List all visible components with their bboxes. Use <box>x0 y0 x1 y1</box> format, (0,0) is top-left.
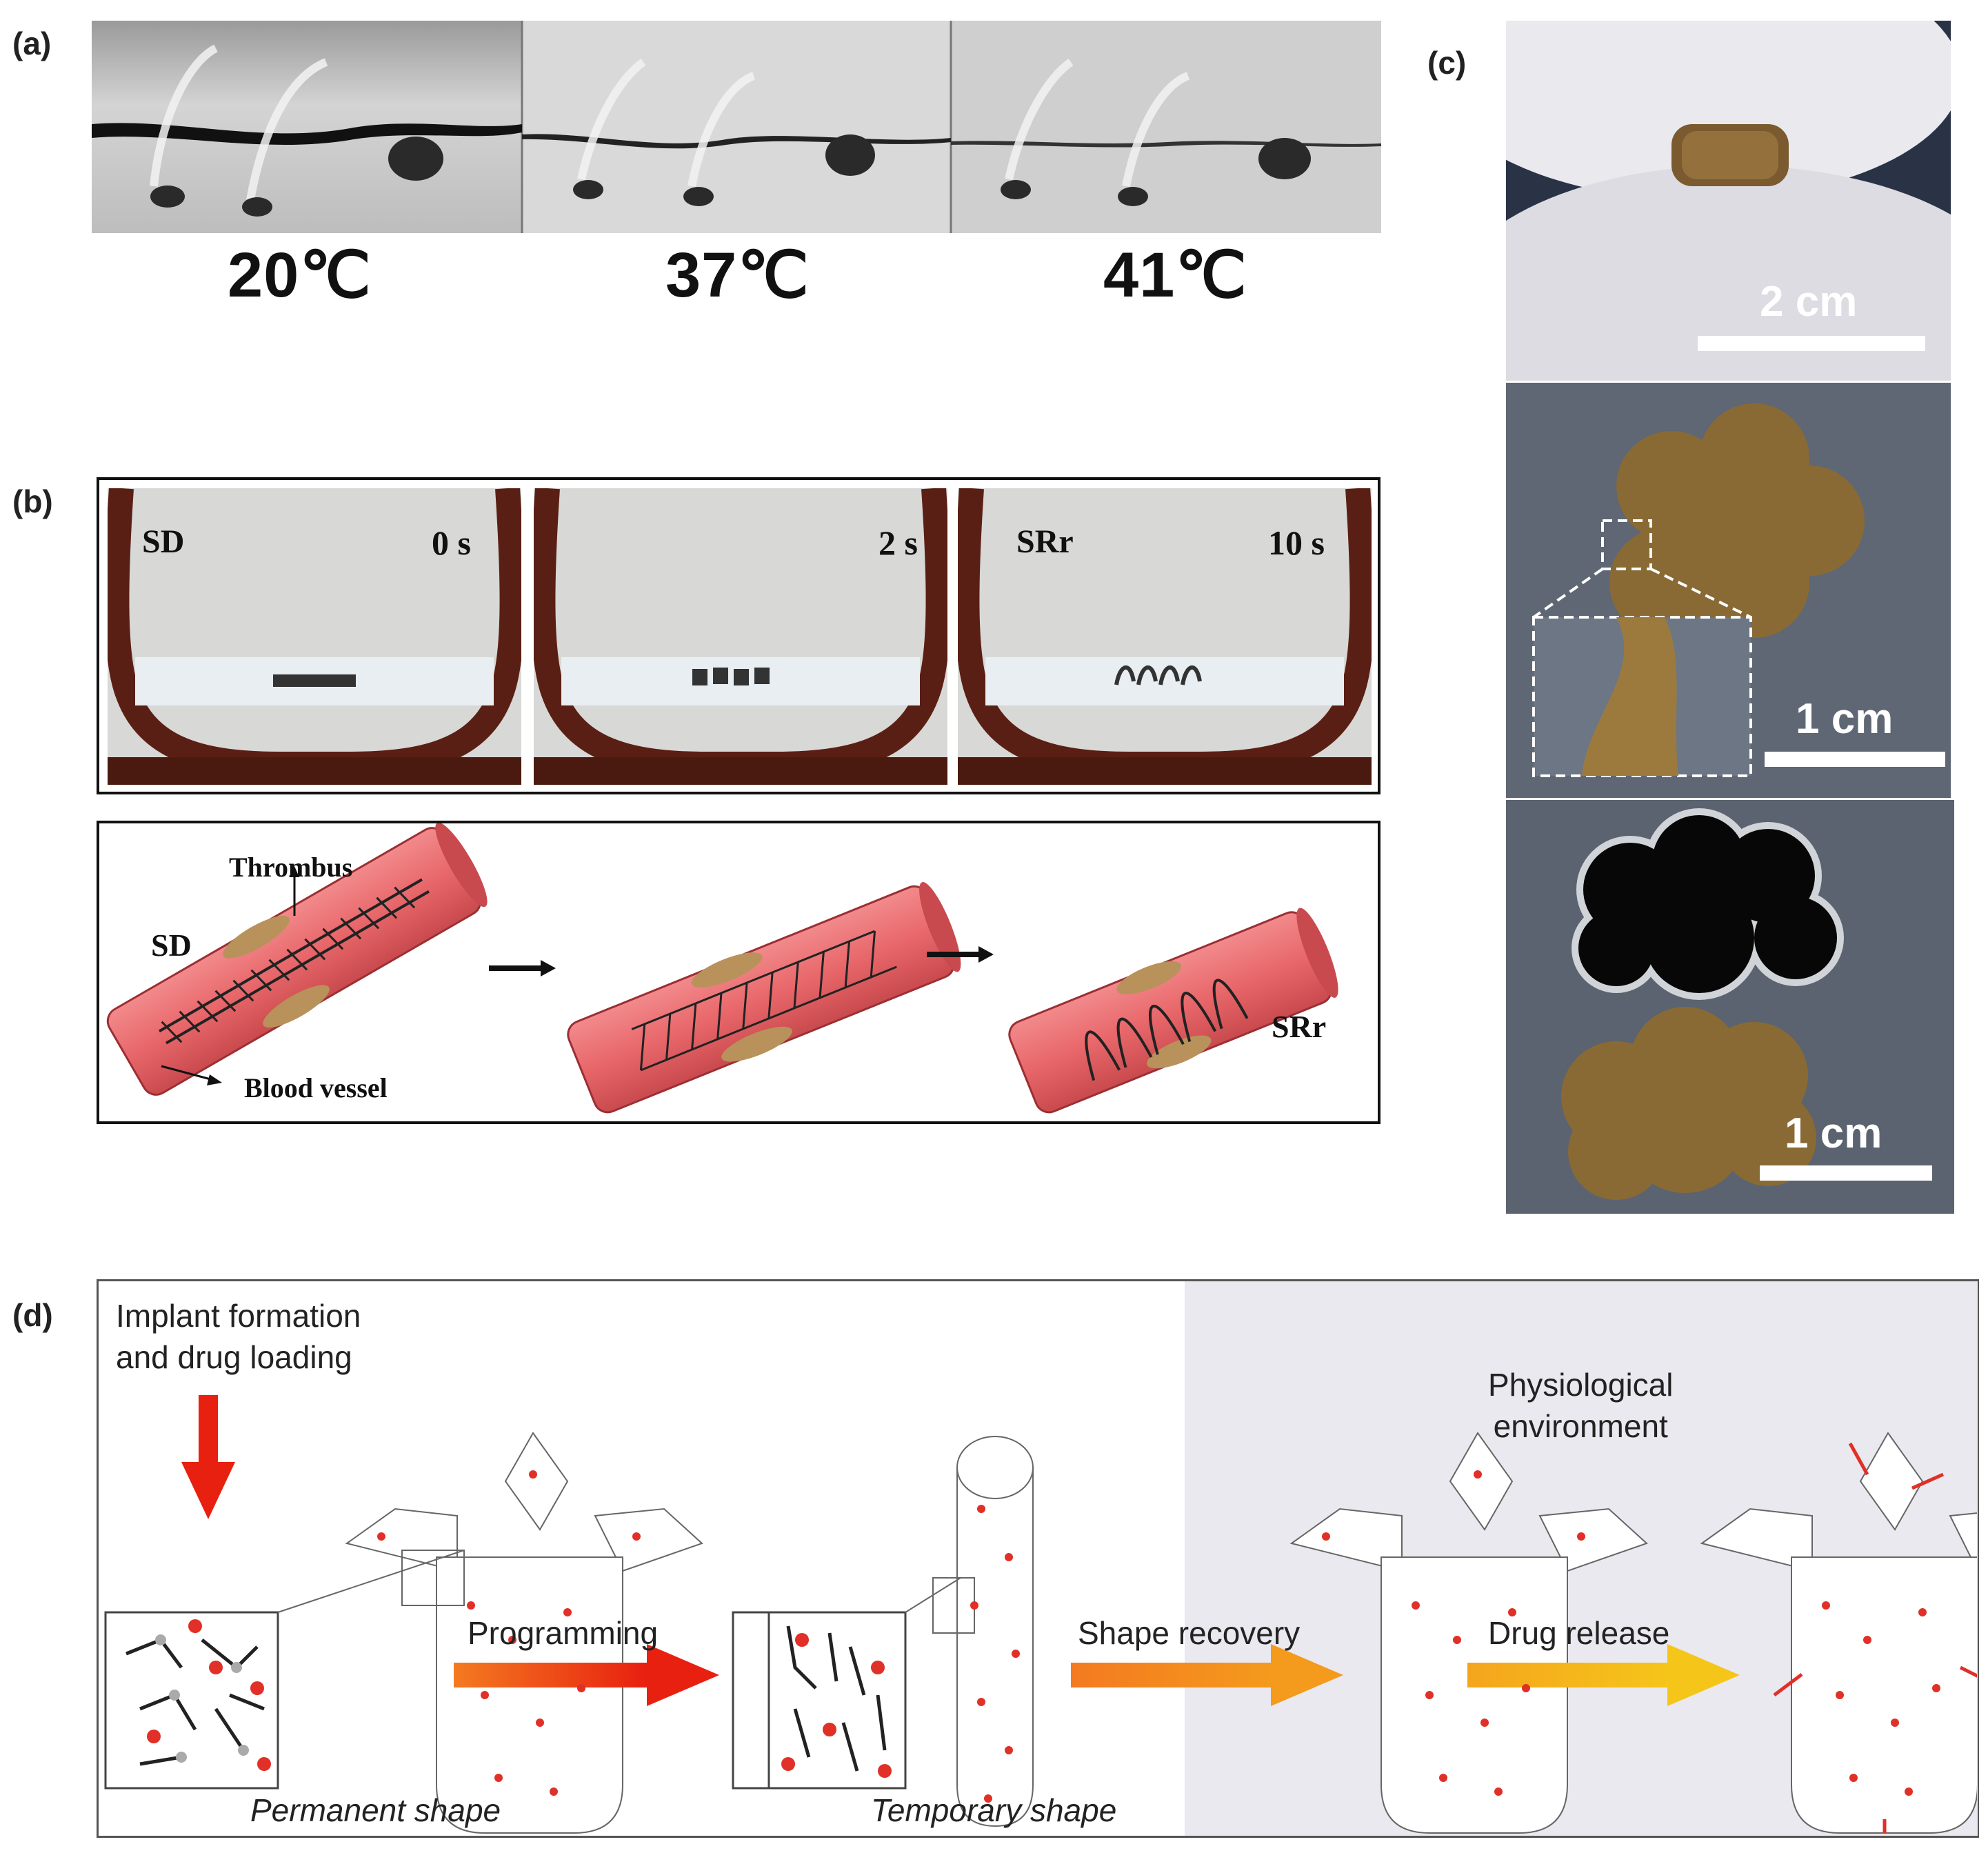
state-label-srr: SRr <box>1016 523 1074 560</box>
temp-label-20: 20℃ <box>228 240 372 310</box>
frame-2s: 2 s <box>534 488 947 785</box>
expanded-implant-photo <box>1506 383 1951 798</box>
time-label-0s: 0 s <box>432 523 471 562</box>
frame-0s: SD 0 s <box>108 488 521 785</box>
scale-bar-2 <box>1765 752 1945 767</box>
compressed-implant-photo <box>1506 21 1951 381</box>
panel-label-d: (d) <box>12 1297 53 1333</box>
time-label-2s: 2 s <box>878 523 918 562</box>
implant-formation-label: Implant formation and drug loading <box>116 1298 361 1375</box>
panel-b-photo-frame: SD 0 s 2 s SRr 10 s <box>97 477 1380 794</box>
temp-label-41: 41℃ <box>1103 240 1247 310</box>
thermo-suture-photos <box>92 21 1381 233</box>
shape-recovery-label: Shape recovery <box>1078 1615 1301 1651</box>
drug-release-label: Drug release <box>1488 1615 1670 1651</box>
panel-d-frame: Implant formation and drug loading Progr… <box>97 1279 1979 1838</box>
schematic-state-sd: SD <box>151 928 192 963</box>
shape-memory-drug-release-diagram <box>104 1395 1977 1834</box>
scale-label-2: 1 cm <box>1796 695 1894 743</box>
panel-a-photo-strip <box>92 21 1381 233</box>
scale-label-3: 1 cm <box>1785 1110 1882 1157</box>
shape-recovery-photo <box>1506 800 1954 1214</box>
panel-label-c: (c) <box>1427 45 1467 81</box>
vessel-model-photo-10s <box>958 488 1372 785</box>
panel-c-photo-flower: 1 cm <box>1506 383 1951 798</box>
schematic-state-srr: SRr <box>1272 1009 1327 1044</box>
panel-b-schematic-frame: Thrombus Blood vessel SD SRr <box>97 821 1380 1124</box>
panel-c-photo-release: 1 cm <box>1506 800 1954 1214</box>
scale-bar-1 <box>1698 336 1925 351</box>
panel-c-photo-fingers: 2 cm <box>1506 21 1951 381</box>
permanent-shape-label: Permanent shape <box>250 1792 501 1828</box>
programming-label: Programming <box>468 1615 659 1651</box>
frame-10s: SRr 10 s <box>958 488 1372 785</box>
vessel-model-photo-2s <box>534 488 947 785</box>
vessel-model-photo-0s <box>108 488 521 785</box>
scale-label-1: 2 cm <box>1760 278 1858 325</box>
blood-vessel-label: Blood vessel <box>244 1072 388 1103</box>
vessel-schematic <box>106 823 1338 1114</box>
state-label-sd: SD <box>142 523 185 560</box>
temporary-shape-label: Temporary shape <box>871 1792 1117 1828</box>
temp-label-37: 37℃ <box>665 240 810 310</box>
thrombus-label: Thrombus <box>229 852 353 883</box>
panel-label-b: (b) <box>12 483 53 519</box>
scale-bar-3 <box>1760 1165 1932 1181</box>
panel-label-a: (a) <box>12 26 52 61</box>
physiological-environment-label: Physiological environment <box>1488 1367 1674 1444</box>
time-label-10s: 10 s <box>1268 523 1325 562</box>
